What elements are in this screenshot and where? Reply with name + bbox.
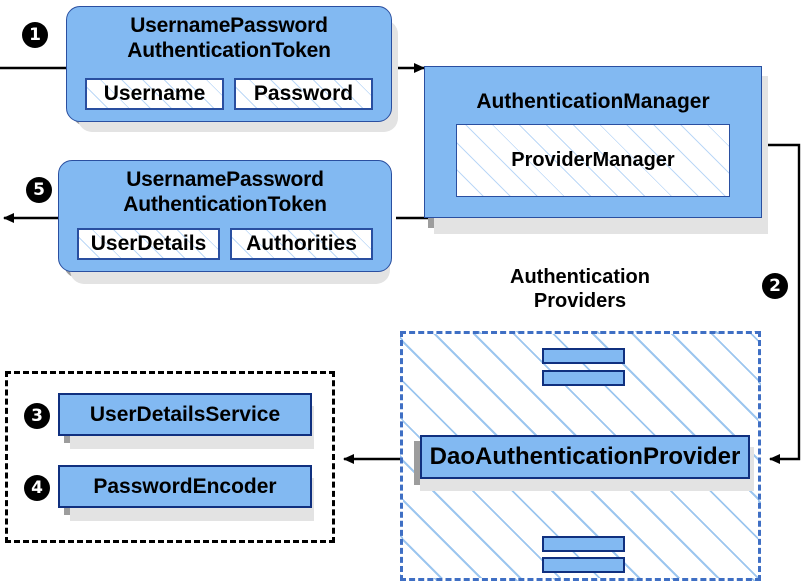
- providers-caption-line2: Providers: [533, 290, 627, 312]
- collaborators-group: [5, 371, 335, 543]
- slot-authorities[interactable]: Authorities: [230, 228, 373, 260]
- step-badge-1: 1: [22, 22, 48, 48]
- response-token-title-line1: UsernamePassword: [126, 168, 324, 191]
- response-token-title: UsernamePassword AuthenticationToken: [59, 167, 391, 217]
- request-token-title: UsernamePassword AuthenticationToken: [67, 13, 391, 63]
- step-badge-3: 3: [24, 403, 50, 429]
- request-token-title-line1: UsernamePassword: [130, 14, 328, 37]
- provider-bar-bottom-2[interactable]: [542, 557, 625, 573]
- provider-bar-top-2[interactable]: [542, 370, 625, 386]
- password-encoder[interactable]: PasswordEncoder: [58, 465, 312, 508]
- response-authentication-token[interactable]: UsernamePassword AuthenticationToken Use…: [58, 160, 392, 272]
- response-token-slots: UserDetails Authorities: [77, 228, 373, 260]
- response-token-title-line2: AuthenticationToken: [123, 193, 327, 216]
- slot-username[interactable]: Username: [85, 78, 224, 110]
- authentication-manager[interactable]: AuthenticationManager ProviderManager: [424, 66, 762, 218]
- request-authentication-token[interactable]: UsernamePassword AuthenticationToken Use…: [66, 6, 392, 122]
- slot-password[interactable]: Password: [234, 78, 373, 110]
- request-token-slots: Username Password: [85, 78, 373, 110]
- user-details-service[interactable]: UserDetailsService: [58, 393, 312, 436]
- provider-manager[interactable]: ProviderManager: [456, 124, 730, 197]
- dao-authentication-provider[interactable]: DaoAuthenticationProvider: [420, 435, 750, 479]
- authentication-providers-caption: Authentication Providers: [480, 265, 680, 313]
- provider-bar-bottom-1[interactable]: [542, 536, 625, 552]
- authentication-manager-title: AuthenticationManager: [476, 90, 710, 113]
- step-badge-2: 2: [762, 273, 788, 299]
- request-token-title-line2: AuthenticationToken: [127, 39, 331, 62]
- provider-bar-top-1[interactable]: [542, 348, 625, 364]
- providers-caption-line1: Authentication: [510, 266, 650, 288]
- slot-userdetails[interactable]: UserDetails: [77, 228, 220, 260]
- step-badge-4: 4: [24, 475, 50, 501]
- step-badge-5: 5: [26, 177, 52, 203]
